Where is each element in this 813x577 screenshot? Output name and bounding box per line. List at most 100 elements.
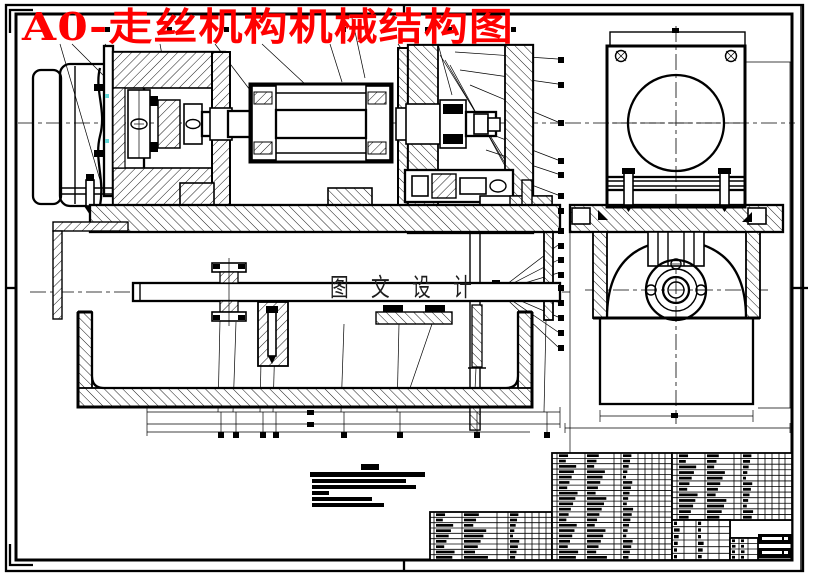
table-text-bar (464, 513, 479, 516)
table-text-bar (464, 556, 488, 559)
table-text-bar (559, 539, 570, 543)
table-text-bar (623, 470, 628, 474)
gearbox-housing (111, 50, 230, 208)
table-text-bar (674, 548, 677, 552)
table-text-bar (623, 550, 630, 554)
balloon-marker (105, 27, 110, 32)
table-text-bar (587, 486, 598, 490)
table-text-bar (464, 524, 474, 527)
stamp-text-blob (784, 537, 788, 540)
table-text-bar (698, 521, 702, 525)
table-text-bar (559, 534, 573, 538)
table-text-bar (623, 555, 629, 559)
table-text-bar (510, 518, 518, 522)
balloon-marker (558, 57, 564, 63)
balloon-marker (558, 272, 564, 278)
table-text-bar (743, 482, 753, 486)
table-text-bar (559, 497, 576, 500)
table-text-bar (623, 539, 633, 543)
table-text-bar (559, 555, 576, 559)
table-text-bar (587, 465, 595, 468)
table-text-bar (587, 481, 601, 484)
table-text-bar (464, 550, 475, 554)
table-text-bar (436, 529, 451, 532)
notes-text-bar (312, 503, 384, 507)
balloon-marker (558, 172, 564, 178)
watermark-text: 图 文 设 计 (330, 273, 480, 302)
housing-view (564, 231, 791, 433)
balloon-marker (218, 432, 224, 438)
table-text-bar (743, 487, 751, 491)
table-text-bar (623, 459, 631, 463)
table-text-bar (587, 502, 605, 506)
table-text-bar (623, 486, 631, 490)
table-text-bar (743, 465, 749, 469)
balloon-marker (341, 27, 346, 32)
table-text-bar (732, 555, 735, 559)
table-text-bar (707, 471, 725, 474)
table-text-bar (559, 518, 567, 522)
table-text-bar (674, 535, 679, 539)
table-text-bar (679, 493, 698, 497)
table-text-bar (698, 541, 704, 545)
table-text-bar (623, 534, 627, 538)
stamp-text-blob (762, 537, 782, 540)
table-text-bar (679, 471, 694, 474)
table-text-bar (464, 540, 481, 543)
tank-base (76, 304, 534, 409)
balloon-marker (397, 432, 403, 438)
table-text-bar (436, 534, 449, 538)
table-text-bar (623, 513, 632, 516)
table-text-bar (707, 459, 717, 463)
balloon-marker (558, 300, 564, 306)
sheet-frame (4, 3, 808, 573)
table-text-bar (674, 521, 677, 525)
table-text-bar (510, 513, 519, 516)
balloon-marker (558, 193, 564, 199)
table-text-bar (587, 534, 604, 538)
balloon-marker (558, 345, 564, 351)
dimension-tick (307, 410, 314, 415)
table-text-bar (623, 465, 629, 468)
balloon-marker (558, 285, 564, 291)
balloon-marker (425, 27, 430, 32)
table-text-bar (587, 513, 600, 516)
table-text-bar (623, 497, 629, 500)
stamp-text-blob (762, 551, 782, 554)
table-text-bar (741, 539, 744, 543)
table-text-bar (743, 459, 751, 463)
table-text-bar (679, 510, 691, 514)
table-text-bar (436, 545, 445, 548)
table-text-bar (707, 487, 718, 491)
table-text-bar (587, 539, 601, 543)
table-text-bar (741, 550, 745, 554)
lower-shaft (131, 258, 562, 367)
table-text-bar (623, 491, 630, 495)
table-text-bar (587, 529, 606, 532)
table-text-bar (559, 513, 569, 516)
table-text-bar (732, 539, 735, 543)
table-text-bar (587, 491, 596, 495)
table-text-bar (623, 529, 628, 532)
left-bracket (52, 221, 129, 320)
balloon-marker (273, 432, 279, 438)
notes-text-bar (310, 472, 425, 477)
balloon-marker (511, 27, 516, 32)
table-text-bar (587, 555, 607, 559)
technical-notes (310, 464, 425, 507)
table-text-bar (623, 507, 634, 511)
parts-list-tables (429, 452, 793, 561)
table-text-bar (743, 476, 746, 480)
table-text-bar (698, 555, 702, 559)
table-text-bar (707, 515, 720, 519)
table-text-bar (707, 499, 727, 502)
table-text-bar (510, 545, 518, 548)
balloon-marker (558, 208, 564, 214)
pedestal-view (605, 28, 792, 409)
table-text-bar (674, 528, 680, 532)
table-text-bar (559, 545, 568, 548)
notes-text-bar (312, 485, 416, 489)
balloon-marker (558, 330, 564, 336)
table-text-bar (679, 465, 697, 469)
